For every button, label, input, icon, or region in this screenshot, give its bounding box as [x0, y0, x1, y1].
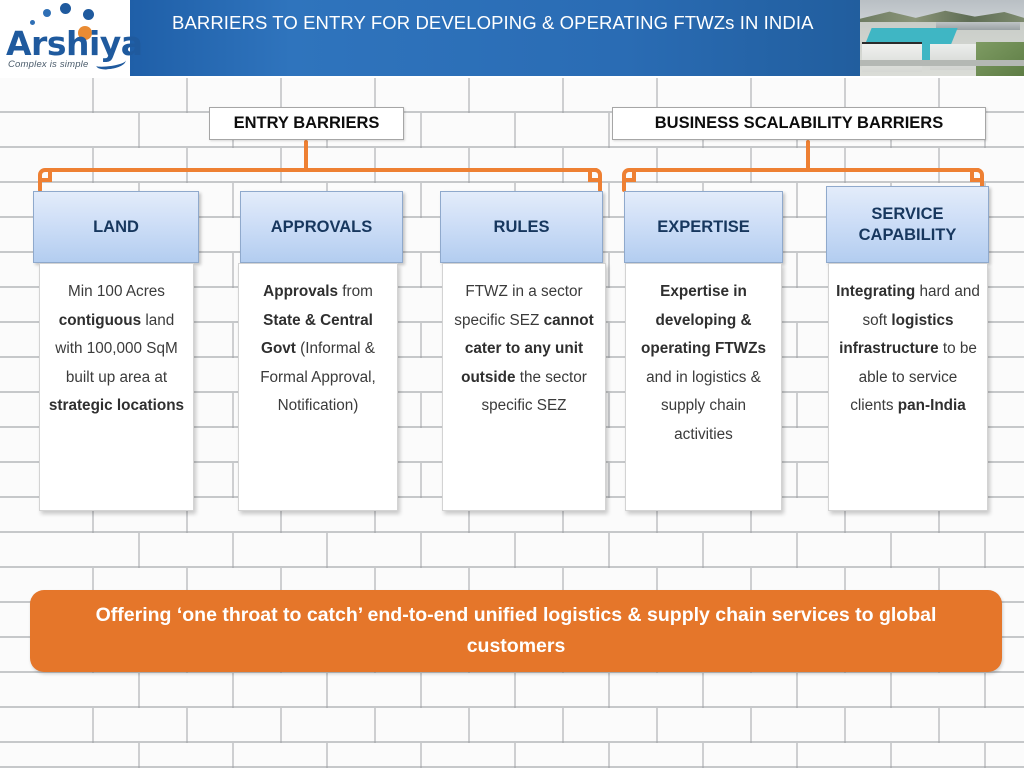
column-service-capability-body: Integrating hard and soft logistics infr…	[828, 263, 988, 511]
logo-dot-orange	[78, 26, 92, 40]
column-expertise-header[interactable]: EXPERTISE	[624, 191, 783, 263]
column-service-capability-header[interactable]: SERVICE CAPABILITY	[826, 186, 989, 263]
photo-warehouse-building-left	[862, 42, 922, 72]
arshiya-logo: Arshiya Complex is simple	[0, 0, 143, 76]
column-approvals[interactable]: APPROVALS Approvals from State & Central…	[238, 191, 403, 511]
column-land-body: Min 100 Acres contiguous land with 100,0…	[39, 263, 194, 511]
column-rules-body: FTWZ in a sector specific SEZ cannot cat…	[442, 263, 606, 511]
page-title: BARRIERS TO ENTRY FOR DEVELOPING & OPERA…	[172, 12, 814, 33]
column-approvals-body: Approvals from State & Central Govt (Inf…	[238, 263, 398, 511]
logo-dot-small-left	[30, 20, 35, 25]
column-expertise[interactable]: EXPERTISE Expertise in developing & oper…	[624, 191, 783, 511]
logo-dot-medium-left	[43, 9, 51, 17]
logo-dot-large-right	[83, 9, 94, 20]
photo-road	[860, 60, 1024, 66]
group-label-business-scalability-barriers: BUSINESS SCALABILITY BARRIERS	[612, 107, 986, 140]
column-rules[interactable]: RULES FTWZ in a sector specific SEZ cann…	[440, 191, 606, 511]
logo-wordmark: Arshiya	[6, 24, 143, 63]
page-header: BARRIERS TO ENTRY FOR DEVELOPING & OPERA…	[0, 0, 1024, 78]
logo-swoosh-icon	[95, 55, 127, 71]
column-service-capability[interactable]: SERVICE CAPABILITY Integrating hard and …	[826, 186, 989, 511]
column-approvals-header[interactable]: APPROVALS	[240, 191, 403, 263]
header-facility-photo	[860, 0, 1024, 76]
column-rules-header[interactable]: RULES	[440, 191, 603, 263]
photo-bridge	[936, 22, 1020, 30]
logo-tagline: Complex is simple	[8, 59, 89, 70]
column-expertise-body: Expertise in developing & operating FTWZ…	[625, 263, 782, 511]
bracket-scale-rail	[632, 168, 980, 172]
bracket-scale-stem	[806, 140, 810, 170]
column-land-header[interactable]: LAND	[33, 191, 199, 263]
footer-value-proposition-banner: Offering ‘one throat to catch’ end-to-en…	[30, 590, 1002, 672]
bracket-business-scalability	[0, 140, 1024, 192]
logo-dot-large-mid	[60, 3, 71, 14]
group-label-entry-barriers: ENTRY BARRIERS	[209, 107, 404, 140]
column-land[interactable]: LAND Min 100 Acres contiguous land with …	[33, 191, 199, 511]
photo-grass	[976, 42, 1024, 76]
